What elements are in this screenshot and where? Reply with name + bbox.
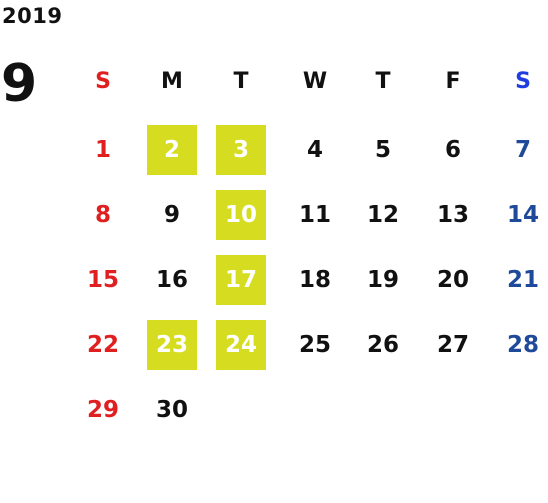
weekday-header-tue: T <box>233 68 249 94</box>
calendar-day[interactable]: 30 <box>155 397 188 423</box>
calendar-day[interactable]: 22 <box>86 332 119 358</box>
calendar-day-highlighted[interactable]: 17 <box>216 255 266 305</box>
year-label: 2019 <box>2 4 63 28</box>
calendar-day[interactable]: 7 <box>514 137 531 163</box>
calendar-day[interactable]: 6 <box>444 137 461 163</box>
calendar-day[interactable]: 15 <box>86 267 119 293</box>
calendar-day[interactable]: 5 <box>374 137 391 163</box>
calendar-day[interactable]: 16 <box>155 267 188 293</box>
weekday-header-wed: W <box>302 68 328 94</box>
calendar-day-highlighted[interactable]: 2 <box>147 125 197 175</box>
calendar-day-highlighted[interactable]: 23 <box>147 320 197 370</box>
calendar-day[interactable]: 25 <box>298 332 331 358</box>
month-number: 9 <box>1 54 38 114</box>
calendar-day[interactable]: 26 <box>366 332 399 358</box>
calendar-day-highlighted[interactable]: 10 <box>216 190 266 240</box>
calendar-day[interactable]: 13 <box>436 202 469 228</box>
weekday-header-mon: M <box>161 68 183 94</box>
weekday-header-thu: T <box>375 68 391 94</box>
calendar-day[interactable]: 14 <box>506 202 539 228</box>
calendar-day[interactable]: 27 <box>436 332 469 358</box>
calendar-day[interactable]: 4 <box>306 137 323 163</box>
calendar-day[interactable]: 12 <box>366 202 399 228</box>
calendar-day[interactable]: 20 <box>436 267 469 293</box>
calendar-day[interactable]: 1 <box>94 137 111 163</box>
calendar-day[interactable]: 18 <box>298 267 331 293</box>
calendar-day[interactable]: 11 <box>298 202 331 228</box>
calendar-day[interactable]: 21 <box>506 267 539 293</box>
weekday-header-fri: F <box>445 68 461 94</box>
calendar-day-highlighted[interactable]: 3 <box>216 125 266 175</box>
calendar-day[interactable]: 19 <box>366 267 399 293</box>
calendar-day[interactable]: 8 <box>94 202 111 228</box>
weekday-header-sat: S <box>515 68 531 94</box>
weekday-header-sun: S <box>95 68 111 94</box>
calendar-day[interactable]: 29 <box>86 397 119 423</box>
calendar-day-highlighted[interactable]: 24 <box>216 320 266 370</box>
calendar-day[interactable]: 9 <box>163 202 180 228</box>
calendar-day[interactable]: 28 <box>506 332 539 358</box>
